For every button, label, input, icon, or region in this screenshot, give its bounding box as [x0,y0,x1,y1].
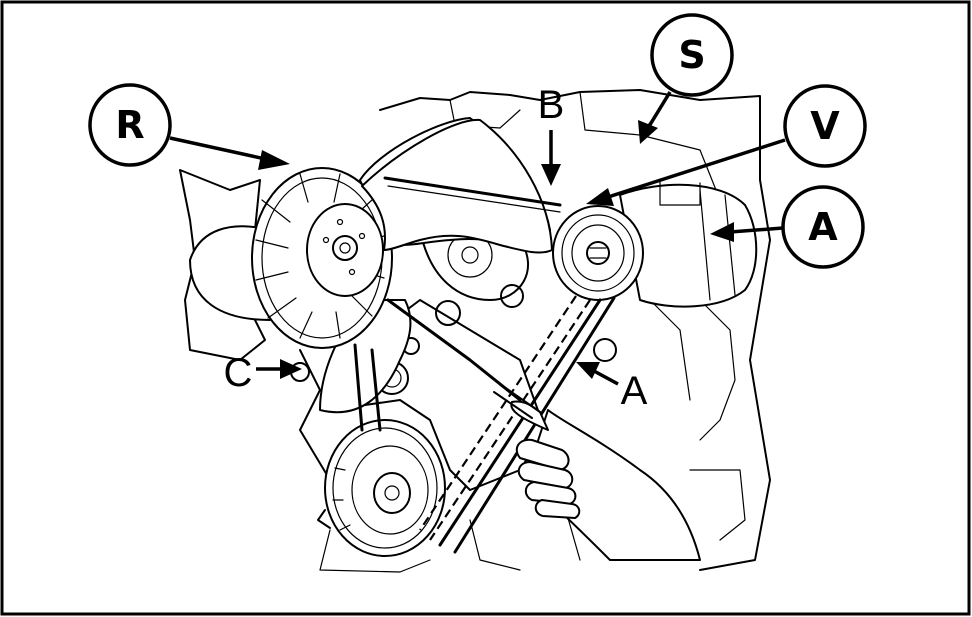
label-b-text: B [538,83,565,127]
engine-illustration [179,89,771,573]
fan-pulley-assembly [189,117,553,414]
label-b: B [538,83,565,186]
crankshaft-pulley [317,419,446,557]
callout-a: A [710,185,865,269]
callout-s-label: S [678,33,705,77]
callout-r-label: R [115,103,144,147]
label-a-lower-text: A [621,369,648,413]
label-a-lower: A [576,362,648,413]
label-c: C [224,351,302,395]
hand-illustration [493,383,701,561]
label-c-text: C [224,351,253,395]
callout-r: R [88,83,290,170]
callout-a-label: A [808,205,838,249]
callout-v: V [586,84,867,206]
callout-v-label: V [810,104,840,148]
drive-belt [353,176,616,554]
alternator [552,179,758,308]
callout-s: S [638,13,734,144]
